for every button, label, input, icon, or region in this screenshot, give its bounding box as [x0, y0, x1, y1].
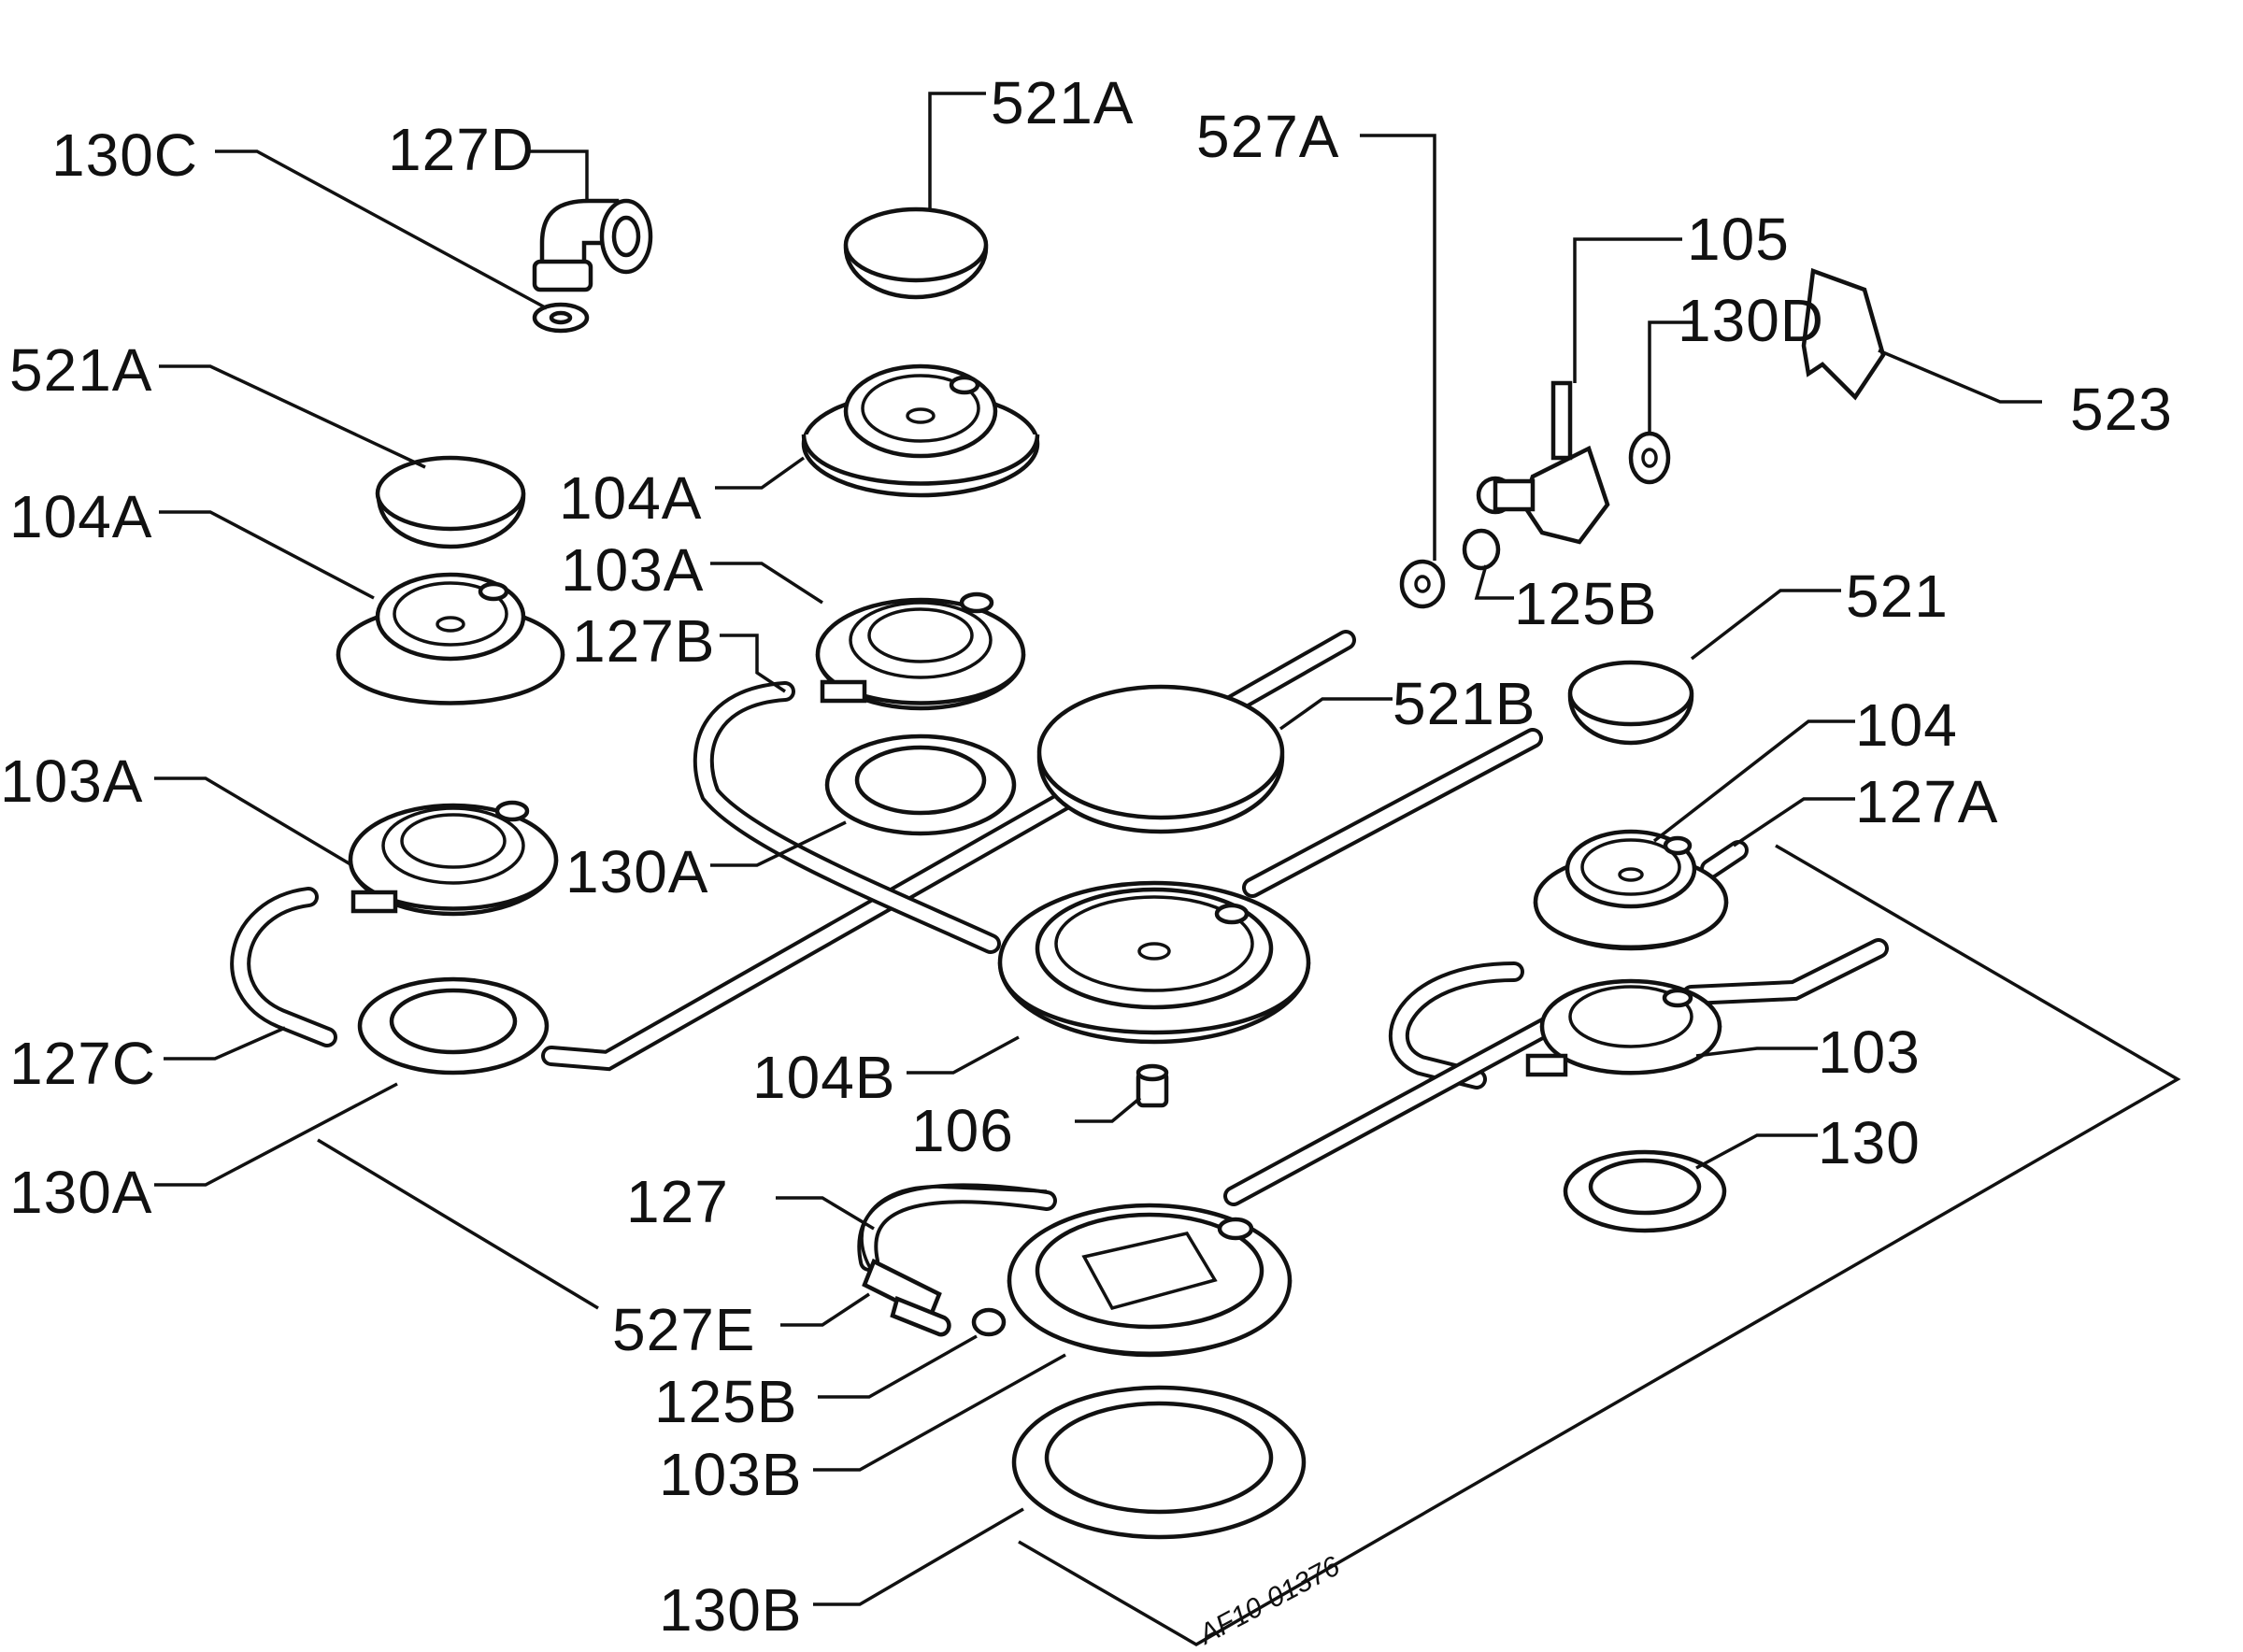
burner-cap-521b — [1036, 684, 1285, 834]
hob-outline — [317, 844, 2181, 1647]
burner-ring-130b — [1011, 1385, 1307, 1540]
burner-cap-521a-top — [843, 206, 989, 300]
label-127: 127 — [626, 1168, 729, 1235]
label-103a-mid: 103A — [561, 536, 704, 604]
label-127d: 127D — [388, 116, 535, 183]
label-527a: 527A — [1196, 103, 1339, 170]
burner-head-104 — [1533, 829, 1729, 951]
drawing-code: AF10-01376 — [1193, 1550, 1345, 1651]
gas-tubes — [230, 630, 1889, 1272]
burner-head-104a-left — [336, 572, 565, 705]
label-127b: 127B — [572, 607, 715, 675]
label-130c: 130C — [51, 121, 198, 189]
label-521a-top: 521A — [991, 69, 1134, 136]
burner-cap-521 — [1567, 660, 1694, 746]
valve-assembly-105 — [1399, 267, 1886, 609]
label-104: 104 — [1855, 691, 1958, 759]
label-103: 103 — [1818, 1018, 1921, 1086]
burner-body-103a-mid — [815, 591, 1026, 711]
label-103a-left: 103A — [0, 748, 143, 815]
label-130a-mid: 130A — [565, 838, 708, 905]
label-125b-bottom: 125B — [654, 1368, 797, 1435]
burner-body-103a-left — [348, 800, 559, 917]
label-106: 106 — [911, 1097, 1014, 1164]
part-labels: 130C 127D 521A 527A 105 130D 523 521A 10… — [0, 69, 2173, 1651]
label-523: 523 — [2070, 376, 2173, 443]
label-105: 105 — [1687, 206, 1790, 273]
label-521a-left: 521A — [9, 336, 152, 404]
label-125b-top: 125B — [1514, 570, 1657, 637]
burner-head-104b — [997, 880, 1311, 1045]
label-130d: 130D — [1678, 287, 1824, 354]
label-104a-left: 104A — [9, 483, 152, 550]
burner-body-103 — [1525, 978, 1722, 1077]
label-104a-mid: 104A — [559, 464, 702, 532]
burner-ring-130a-mid — [824, 733, 1017, 836]
leader-lines — [154, 92, 2042, 1606]
label-127a: 127A — [1855, 768, 1998, 835]
elbow-fitting-127d — [532, 198, 653, 334]
label-521b: 521B — [1393, 670, 1536, 737]
burner-ring-130a-left — [357, 976, 550, 1075]
label-130b: 130B — [659, 1576, 802, 1644]
igniter-527e — [860, 1185, 1048, 1337]
burner-cap-521a-left — [375, 455, 526, 549]
label-103b: 103B — [659, 1441, 802, 1508]
label-130: 130 — [1818, 1109, 1921, 1176]
label-130a-left: 130A — [9, 1159, 152, 1226]
injector-106 — [1136, 1063, 1169, 1108]
label-527e: 527E — [612, 1296, 755, 1363]
burner-head-104a-mid — [801, 363, 1040, 498]
burner-body-103b — [1007, 1203, 1293, 1358]
label-127c: 127C — [9, 1030, 156, 1097]
label-104b: 104B — [752, 1044, 895, 1111]
burner-ring-130 — [1563, 1149, 1727, 1233]
label-521: 521 — [1846, 563, 1949, 630]
